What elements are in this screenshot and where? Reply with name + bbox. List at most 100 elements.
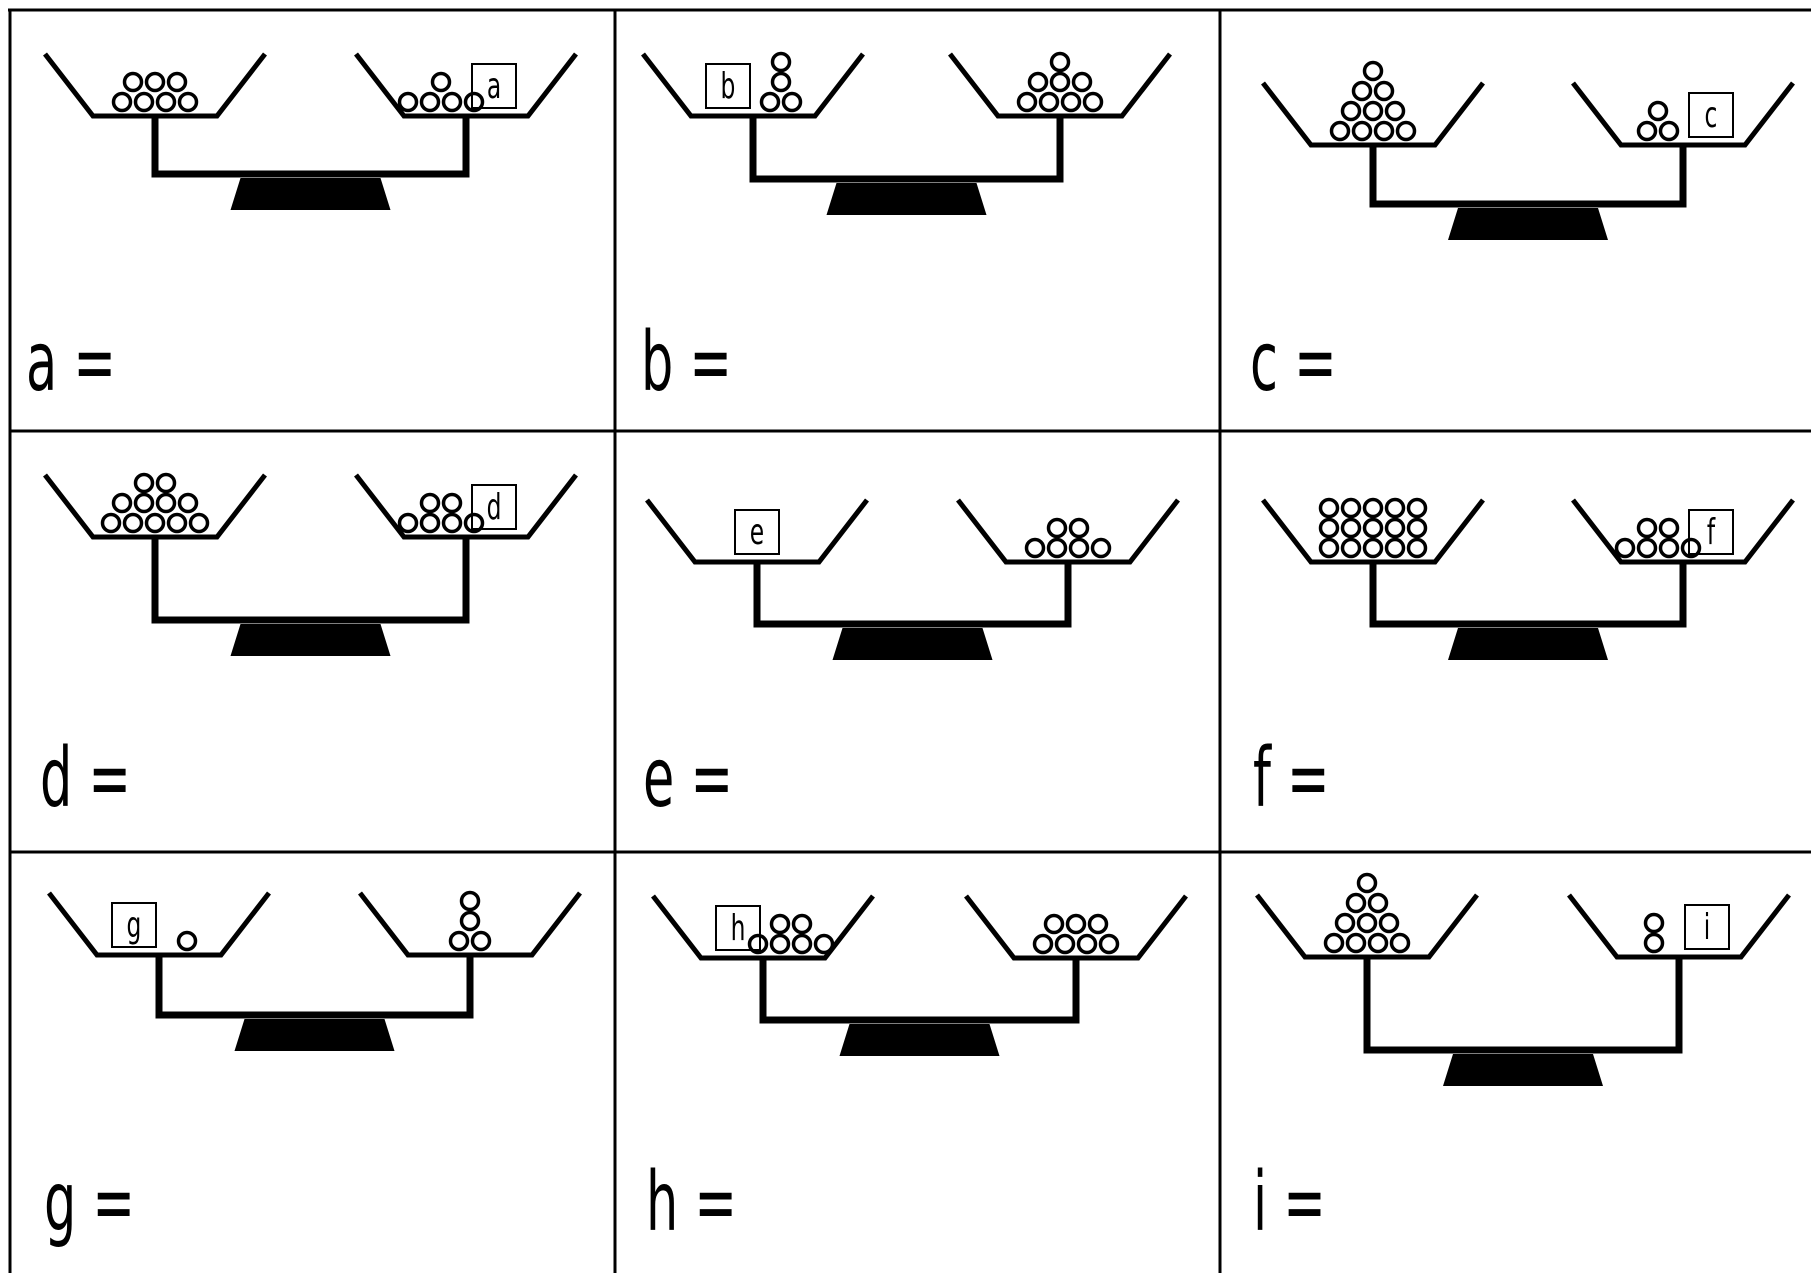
left-f-counter	[1318, 497, 1340, 519]
left-i-counter	[1356, 912, 1378, 934]
left-pan-i-bowl	[1255, 893, 1479, 960]
right-b-counter	[1049, 51, 1071, 73]
left-i-counter	[1345, 932, 1367, 954]
right-pan-d-bowl	[354, 473, 578, 540]
left-b-counter	[781, 91, 803, 113]
left-f-counter	[1362, 497, 1384, 519]
right-b-counter	[1049, 71, 1071, 93]
right-f-counter	[1658, 537, 1680, 559]
unknown-box-a-frame	[471, 63, 517, 109]
unknown-box-c: c	[1688, 92, 1734, 138]
right-c-counter	[1636, 120, 1658, 142]
unknown-box-d-letter: d	[487, 487, 502, 529]
left-d-counter	[166, 512, 188, 534]
answer-label-e[interactable]: e =	[643, 731, 734, 826]
scale-beam	[759, 958, 1080, 1024]
right-d-counter	[463, 512, 485, 534]
left-c-counter	[1384, 100, 1406, 122]
right-h-counter	[1054, 933, 1076, 955]
right-h-counter	[1043, 913, 1065, 935]
unknown-box-e: e	[734, 509, 780, 555]
right-b-counter	[1060, 91, 1082, 113]
answer-label-f[interactable]: f =	[1253, 731, 1330, 826]
right-pan-b	[948, 52, 1172, 119]
unknown-box-b: b	[705, 63, 751, 109]
left-d-counter	[133, 492, 155, 514]
left-h-counter	[769, 913, 791, 935]
left-a-counter	[155, 91, 177, 113]
left-pan-c-bowl	[1261, 81, 1485, 148]
right-h-counter	[1076, 933, 1098, 955]
right-pan-a	[354, 52, 578, 119]
left-d-counter	[155, 492, 177, 514]
balance-scale-e: e	[645, 498, 1180, 660]
left-pan-a-bowl	[43, 52, 267, 119]
left-c-counter	[1351, 120, 1373, 142]
right-pan-d	[354, 473, 578, 540]
right-d-counter	[441, 512, 463, 534]
left-f-counter	[1340, 497, 1362, 519]
answer-label-c[interactable]: c =	[1250, 315, 1337, 410]
right-a-counter	[419, 91, 441, 113]
scale-base	[234, 1019, 395, 1051]
left-i-counter	[1345, 892, 1367, 914]
left-b-counter	[759, 91, 781, 113]
left-f-counter	[1340, 537, 1362, 559]
left-c-counter	[1340, 100, 1362, 122]
left-f-counter	[1384, 537, 1406, 559]
scale-beam	[151, 537, 470, 624]
left-pan-g	[47, 891, 271, 958]
scale-beam	[1363, 957, 1683, 1054]
left-c-counter	[1362, 100, 1384, 122]
right-pan-e-bowl	[956, 498, 1180, 565]
balance-scale-g: g	[47, 890, 582, 1051]
right-g-counter	[470, 930, 492, 952]
answer-label-d[interactable]: d =	[40, 731, 132, 826]
scale-beam	[1369, 145, 1687, 208]
unknown-box-g-letter: g	[127, 905, 142, 947]
left-pan-f	[1261, 498, 1485, 565]
right-pan-h-bowl	[964, 894, 1188, 961]
scale-base	[230, 178, 391, 210]
answer-label-a[interactable]: a =	[26, 315, 116, 410]
left-pan-e	[645, 498, 869, 565]
right-i-counter	[1643, 932, 1665, 954]
scale-base	[839, 1024, 1000, 1056]
right-f-counter	[1636, 537, 1658, 559]
right-b-counter	[1038, 91, 1060, 113]
answer-label-g[interactable]: g =	[44, 1155, 136, 1250]
right-pan-a-bowl	[354, 52, 578, 119]
left-d-counter	[122, 512, 144, 534]
left-pan-b-bowl	[641, 52, 865, 119]
left-i-counter	[1356, 872, 1378, 894]
right-f-counter	[1614, 537, 1636, 559]
answer-label-i[interactable]: i =	[1253, 1155, 1326, 1250]
left-i-counter	[1378, 912, 1400, 934]
right-d-counter	[419, 512, 441, 534]
left-a-counter	[122, 71, 144, 93]
unknown-box-c-frame	[1688, 92, 1734, 138]
unknown-box-b-letter: b	[721, 66, 736, 108]
right-e-counter	[1046, 537, 1068, 559]
scale-base	[1448, 628, 1608, 660]
left-g-counter	[176, 930, 198, 952]
right-b-counter	[1071, 71, 1093, 93]
unknown-box-a: a	[471, 63, 517, 109]
balance-scale-b: b	[641, 51, 1172, 215]
unknown-box-h: h	[715, 905, 761, 951]
right-d-counter	[441, 492, 463, 514]
right-e-counter	[1090, 537, 1112, 559]
answer-label-h[interactable]: h =	[646, 1155, 737, 1250]
left-f-counter	[1406, 517, 1428, 539]
unknown-box-g-frame	[111, 902, 157, 948]
left-d-counter	[177, 492, 199, 514]
unknown-box-g: g	[111, 902, 157, 948]
scale-base	[230, 624, 391, 656]
answer-label-b[interactable]: b =	[641, 315, 733, 410]
right-pan-b-bowl	[948, 52, 1172, 119]
unknown-box-c-letter: c	[1705, 95, 1718, 137]
left-c-counter	[1362, 60, 1384, 82]
right-a-counter	[430, 71, 452, 93]
left-c-counter	[1373, 120, 1395, 142]
